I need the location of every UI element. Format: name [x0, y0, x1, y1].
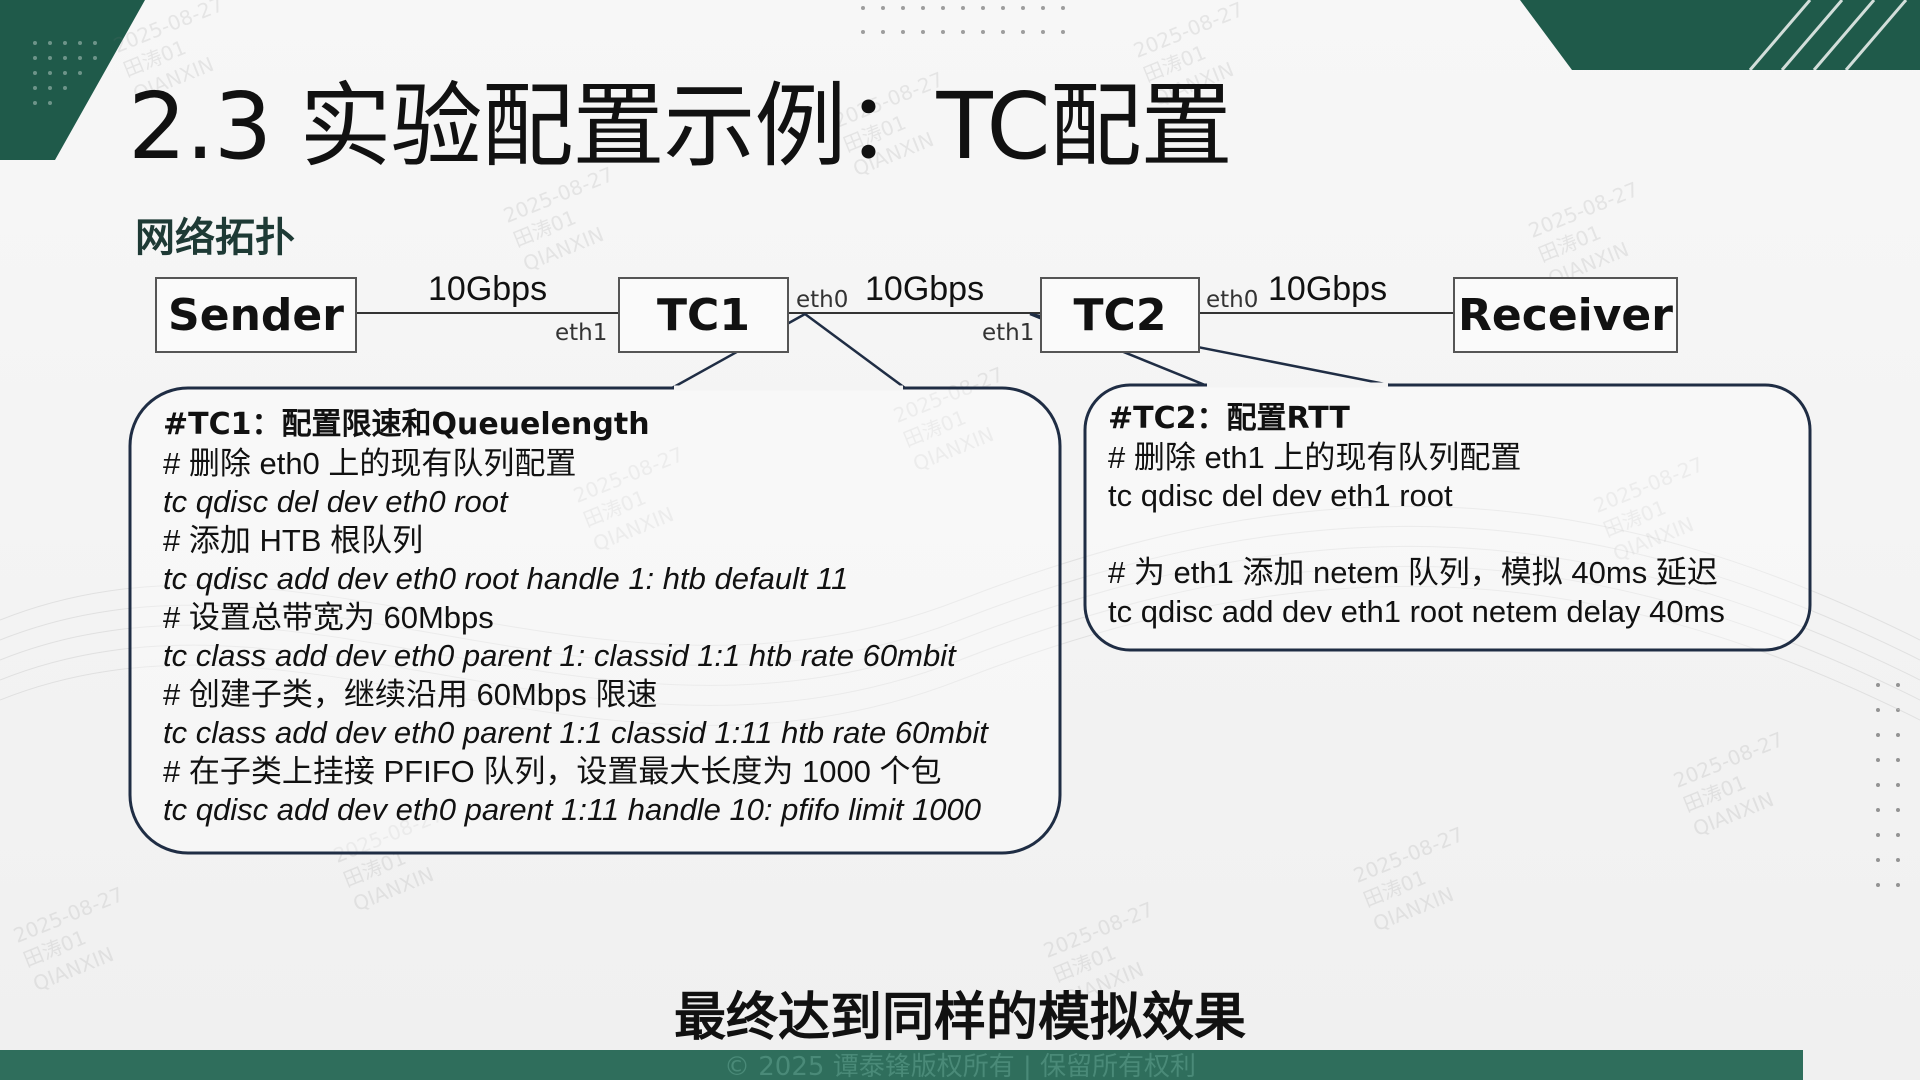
tc2-right-interface: eth0: [1206, 287, 1259, 313]
link-speed-tc1-tc2: 10Gbps: [865, 270, 985, 308]
tc1-config-block: #TC1：配置限速和Queuelength # 删除 eth0 上的现有队列配置…: [163, 406, 988, 830]
section-heading: 网络拓扑: [135, 215, 295, 261]
code-command: tc class add dev eth0 parent 1:1 classid…: [163, 715, 988, 750]
tc2-config-block: #TC2：配置RTT # 删除 eth1 上的现有队列配置 tc qdisc d…: [1108, 400, 1725, 631]
sender-node: Sender: [155, 277, 357, 353]
code-comment: # 添加 HTB 根队列: [163, 522, 424, 558]
link-speed-sender-tc1: 10Gbps: [428, 270, 548, 308]
top-right-green-shape: [1520, 0, 1920, 71]
tc2-config-heading: #TC2：配置RTT: [1108, 401, 1350, 436]
code-command: tc qdisc del dev eth0 root: [163, 484, 508, 519]
code-command: tc qdisc del dev eth1 root: [1108, 478, 1453, 513]
receiver-node: Receiver: [1453, 277, 1678, 353]
tc2-left-interface: eth1: [982, 320, 1035, 346]
code-comment: # 创建子类，继续沿用 60Mbps 限速: [163, 676, 658, 712]
tc1-left-interface: eth1: [555, 320, 608, 346]
code-comment: # 在子类上挂接 PFIFO 队列，设置最大长度为 1000 个包: [163, 753, 942, 789]
code-comment: # 为 eth1 添加 netem 队列，模拟 40ms 延迟: [1108, 555, 1718, 590]
code-comment: # 删除 eth1 上的现有队列配置: [1108, 439, 1522, 475]
top-center-dot-grid: [861, 6, 1065, 34]
top-left-green-shape: [0, 0, 145, 160]
code-comment: # 设置总带宽为 60Mbps: [163, 599, 494, 635]
code-command: tc qdisc add dev eth0 parent 1:11 handle…: [163, 792, 982, 827]
tc1-node: TC1: [618, 277, 789, 353]
tc1-right-interface: eth0: [796, 287, 849, 313]
code-comment: # 删除 eth0 上的现有队列配置: [163, 445, 577, 481]
footer-bar: [0, 1050, 1803, 1080]
code-command: tc qdisc add dev eth0 root handle 1: htb…: [163, 561, 849, 596]
code-command: tc class add dev eth0 parent 1: classid …: [163, 638, 956, 673]
link-speed-tc2-receiver: 10Gbps: [1268, 270, 1388, 308]
tc1-config-heading: #TC1：配置限速和Queuelength: [163, 407, 650, 442]
code-spacer: [1108, 516, 1725, 555]
top-left-dot-grid: [33, 41, 97, 105]
footer-copyright: © 2025 谭泰锋版权所有 | 保留所有权利: [724, 1052, 1196, 1080]
page-title: 2.3 实验配置示例：TC配置: [128, 73, 1233, 180]
tc2-node: TC2: [1040, 277, 1200, 353]
code-command: tc qdisc add dev eth1 root netem delay 4…: [1108, 593, 1725, 629]
background-wave-lines: [0, 505, 1920, 726]
right-dot-grid: [1876, 683, 1900, 887]
conclusion-text: 最终达到同样的模拟效果: [673, 988, 1246, 1048]
